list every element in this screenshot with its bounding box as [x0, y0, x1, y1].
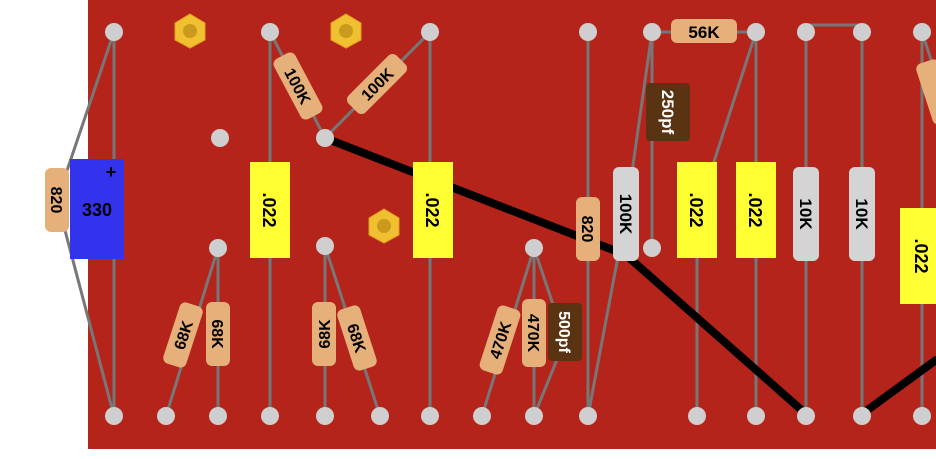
resistor-10k: 10K [849, 167, 875, 261]
resistor-10k: 10K [793, 167, 819, 261]
ceramic-capacitor-label: 500pf [555, 311, 572, 353]
resistor-820: 820 [45, 168, 69, 232]
film-capacitor-label: .022 [911, 238, 931, 273]
resistor-label: 10K [796, 198, 815, 230]
film-capacitor-label: .022 [745, 192, 765, 227]
resistor-partial [916, 59, 936, 125]
solder-pads [105, 23, 931, 425]
hex-standoff-icon [330, 13, 362, 49]
resistor-56k: 56K [671, 19, 737, 43]
hex-standoffs [174, 13, 400, 244]
resistor-label: 820 [578, 216, 595, 243]
hex-standoff-icon [368, 208, 400, 244]
resistor-470k: 470K [522, 299, 546, 367]
electrolytic-polarity: + [106, 162, 117, 182]
film-capacitor-label: .022 [686, 192, 706, 227]
film-capacitor-label: .022 [259, 192, 279, 227]
ceramic-capacitor-500pf: 500pf [548, 303, 582, 361]
resistor-68k: 68K [206, 302, 230, 366]
jumper-wires [321, 134, 936, 418]
resistor-label: 820 [47, 187, 64, 214]
resistor-label: 68K [208, 319, 225, 349]
resistor-100k: 100K [613, 167, 639, 261]
resistor-label: 470K [524, 314, 541, 353]
film-capacitor-label: .022 [422, 192, 442, 227]
ceramic-capacitor-label: 250pf [658, 90, 677, 135]
resistor-68k: 68K [312, 302, 336, 366]
resistor-68k: 68K [337, 305, 377, 371]
resistor-820: 820 [576, 197, 600, 261]
resistor-label: 68K [317, 319, 334, 349]
electrolytic-label: 330 [82, 200, 112, 220]
film-capacitor: .022 [900, 208, 936, 304]
film-capacitor: .022 [736, 162, 776, 258]
resistor-label: 56K [688, 23, 720, 42]
film-capacitor: .022 [250, 162, 290, 258]
resistor-label: 100K [616, 194, 635, 235]
resistor-470k: 470K [479, 305, 521, 375]
ceramic-capacitor-250pf: 250pf [646, 83, 690, 141]
electrolytic-capacitor: + 330 [70, 159, 124, 259]
film-capacitor: .022 [413, 162, 453, 258]
hex-standoff-icon [174, 13, 206, 49]
resistor-label: 10K [852, 198, 871, 230]
film-capacitor: .022 [677, 162, 717, 258]
